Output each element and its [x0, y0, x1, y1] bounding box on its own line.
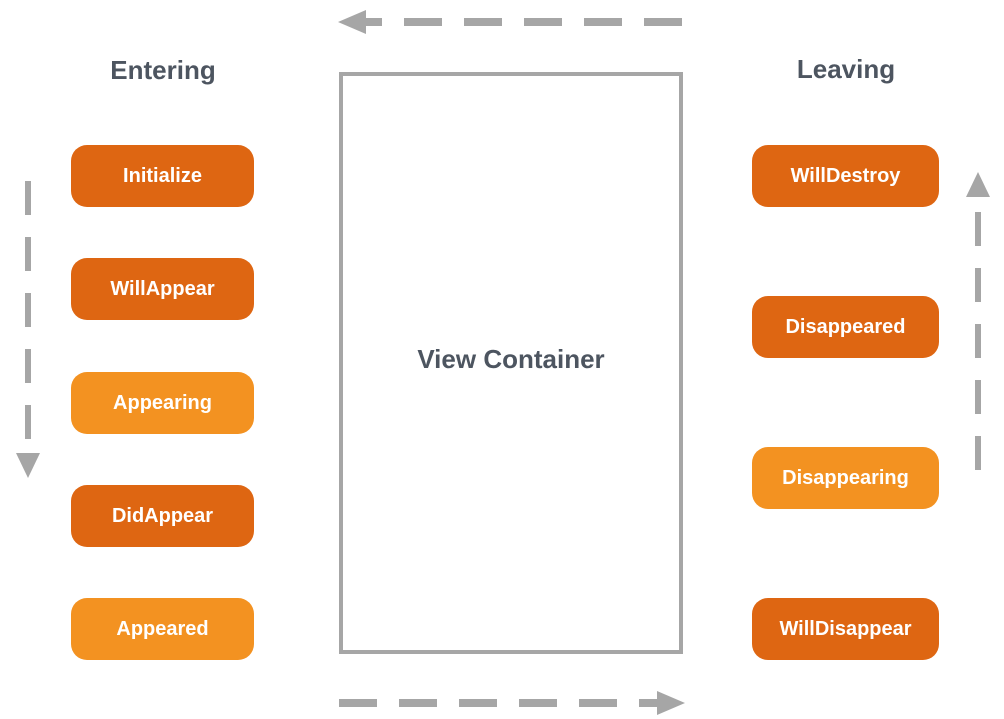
arrow-left-dashed-icon [338, 10, 682, 34]
leaving-step-will-disappear: WillDisappear [752, 598, 939, 660]
entering-step-initialize: Initialize [71, 145, 254, 207]
arrow-up-dashed-icon [966, 172, 990, 470]
view-container-box: View Container [339, 72, 683, 654]
entering-step-appearing: Appearing [71, 372, 254, 434]
arrow-down-dashed-icon [16, 181, 40, 478]
entering-step-did-appear: DidAppear [71, 485, 254, 547]
entering-heading: Entering [110, 55, 216, 85]
arrow-right-dashed-icon [339, 691, 685, 715]
leaving-heading: Leaving [796, 54, 896, 84]
leaving-step-disappearing: Disappearing [752, 447, 939, 509]
leaving-step-disappeared: Disappeared [752, 296, 939, 358]
entering-step-will-appear: WillAppear [71, 258, 254, 320]
leaving-step-will-destroy: WillDestroy [752, 145, 939, 207]
entering-step-appeared: Appeared [71, 598, 254, 660]
view-container-label: View Container [417, 343, 605, 374]
